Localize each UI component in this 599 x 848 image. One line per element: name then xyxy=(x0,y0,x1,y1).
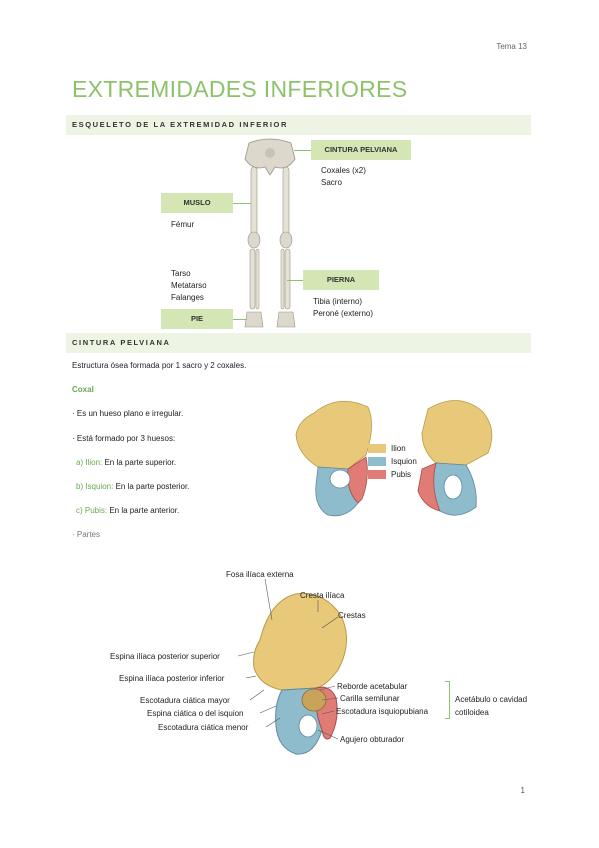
page-header-topic: Tema 13 xyxy=(496,42,527,51)
item-prefix: c) Pubis: xyxy=(76,506,108,515)
page-title: EXTREMIDADES INFERIORES xyxy=(72,76,408,102)
label-esc-isquio: Escotadura isquiopubiana xyxy=(336,707,429,716)
coxal-parts-diagram xyxy=(253,592,347,755)
pierna-box: PIERNA xyxy=(303,270,379,290)
section-heading-text: ESQUELETO DE LA EXTREMIDAD INFERIOR xyxy=(72,120,289,129)
cintura-item-sacro: Sacro xyxy=(321,178,342,187)
label-acetabulo-line1: Acetábulo o cavidad xyxy=(455,695,528,704)
legend-swatch xyxy=(368,469,386,479)
label-espina-ciatica: Espina ciática o del isquion xyxy=(147,709,244,718)
pie-item-metatarso: Metatarso xyxy=(171,281,207,290)
cintura-items: Coxales (x2) Sacro xyxy=(321,165,366,189)
label-cresta-iliaca: Cresta ilíaca xyxy=(300,591,345,600)
connector-line xyxy=(233,319,247,320)
muslo-box: MUSLO xyxy=(161,193,233,213)
connector-line xyxy=(233,203,251,204)
legend-swatch xyxy=(368,443,386,453)
label-esc-menor: Escotadura ciática menor xyxy=(158,723,249,732)
item-text: En la parte superior. xyxy=(102,458,177,467)
label-espina-inf: Espina ilíaca posterior inferior xyxy=(119,674,225,683)
coxal-subheading: Coxal xyxy=(72,385,94,394)
pierna-items: Tibia (interno) Peroné (externo) xyxy=(313,296,373,320)
legend-item-ilion: Ilion xyxy=(368,442,417,454)
label-esc-mayor: Escotadura ciática mayor xyxy=(140,696,230,705)
item-text: En la parte anterior. xyxy=(107,506,180,515)
muslo-item: Fémur xyxy=(171,220,195,229)
item-isquion: b) Isquion: En la parte posterior. xyxy=(76,482,189,491)
label-crestas: Crestas xyxy=(338,611,366,620)
coxal-bones-illustration xyxy=(295,400,493,517)
legend-label: Isquion xyxy=(391,456,417,466)
legend-label: Ilion xyxy=(391,443,406,453)
bullet-partes: · Partes xyxy=(72,530,101,539)
pierna-item-perone: Peroné (externo) xyxy=(313,309,374,318)
bullet-plano: · Es un hueso plano e irregular. xyxy=(72,409,184,418)
intro-text: Estructura ósea formada por 1 sacro y 2 … xyxy=(72,361,247,370)
legend-swatch xyxy=(368,456,386,466)
pie-box: PIE xyxy=(161,309,233,329)
connector-line xyxy=(287,280,303,281)
label-agujero: Agujero obturador xyxy=(340,735,405,744)
legend-label: Pubis xyxy=(391,469,412,479)
label-espina-sup: Espina ilíaca posterior superior xyxy=(110,652,220,661)
label-acetabulo-line2: cotiloidea xyxy=(455,708,489,717)
item-pubis: c) Pubis: En la parte anterior. xyxy=(76,506,179,515)
connector-line xyxy=(294,150,311,151)
page-number: 1 xyxy=(520,786,525,795)
label-fosa-iliaca: Fosa ilíaca externa xyxy=(226,570,294,579)
item-prefix: a) Ilion: xyxy=(76,458,103,467)
pie-item-tarso: Tarso xyxy=(171,269,191,278)
section-heading-text: CINTURA PELVIANA xyxy=(72,338,171,347)
item-text: En la parte posterior. xyxy=(113,482,190,491)
label-carilla: Carilla semilunar xyxy=(340,694,400,703)
pie-items: Tarso Metatarso Falanges xyxy=(171,268,207,304)
section-heading-cintura: CINTURA PELVIANA xyxy=(66,333,531,353)
cintura-pelviana-box: CINTURA PELVIANA xyxy=(311,140,411,160)
legend-item-isquion: Isquion xyxy=(368,455,417,467)
acetabulo-bracket xyxy=(445,681,450,719)
cintura-item-coxales: Coxales (x2) xyxy=(321,166,366,175)
label-reborde: Reborde acetabular xyxy=(337,682,408,691)
lower-limb-skeleton-illustration xyxy=(244,138,296,328)
item-prefix: b) Isquion: xyxy=(76,482,114,491)
bone-legend: Ilion Isquion Pubis xyxy=(368,442,417,480)
pie-item-falanges: Falanges xyxy=(171,293,204,302)
item-ilion: a) Ilion: En la parte superior. xyxy=(76,458,176,467)
bullet-huesos: · Está formado por 3 huesos: xyxy=(72,434,176,443)
pierna-item-tibia: Tibia (interno) xyxy=(313,297,363,306)
label-acetabulo: Acetábulo o cavidad cotiloidea xyxy=(455,693,527,719)
legend-item-pubis: Pubis xyxy=(368,468,417,480)
section-heading-skeleton: ESQUELETO DE LA EXTREMIDAD INFERIOR xyxy=(66,115,531,135)
